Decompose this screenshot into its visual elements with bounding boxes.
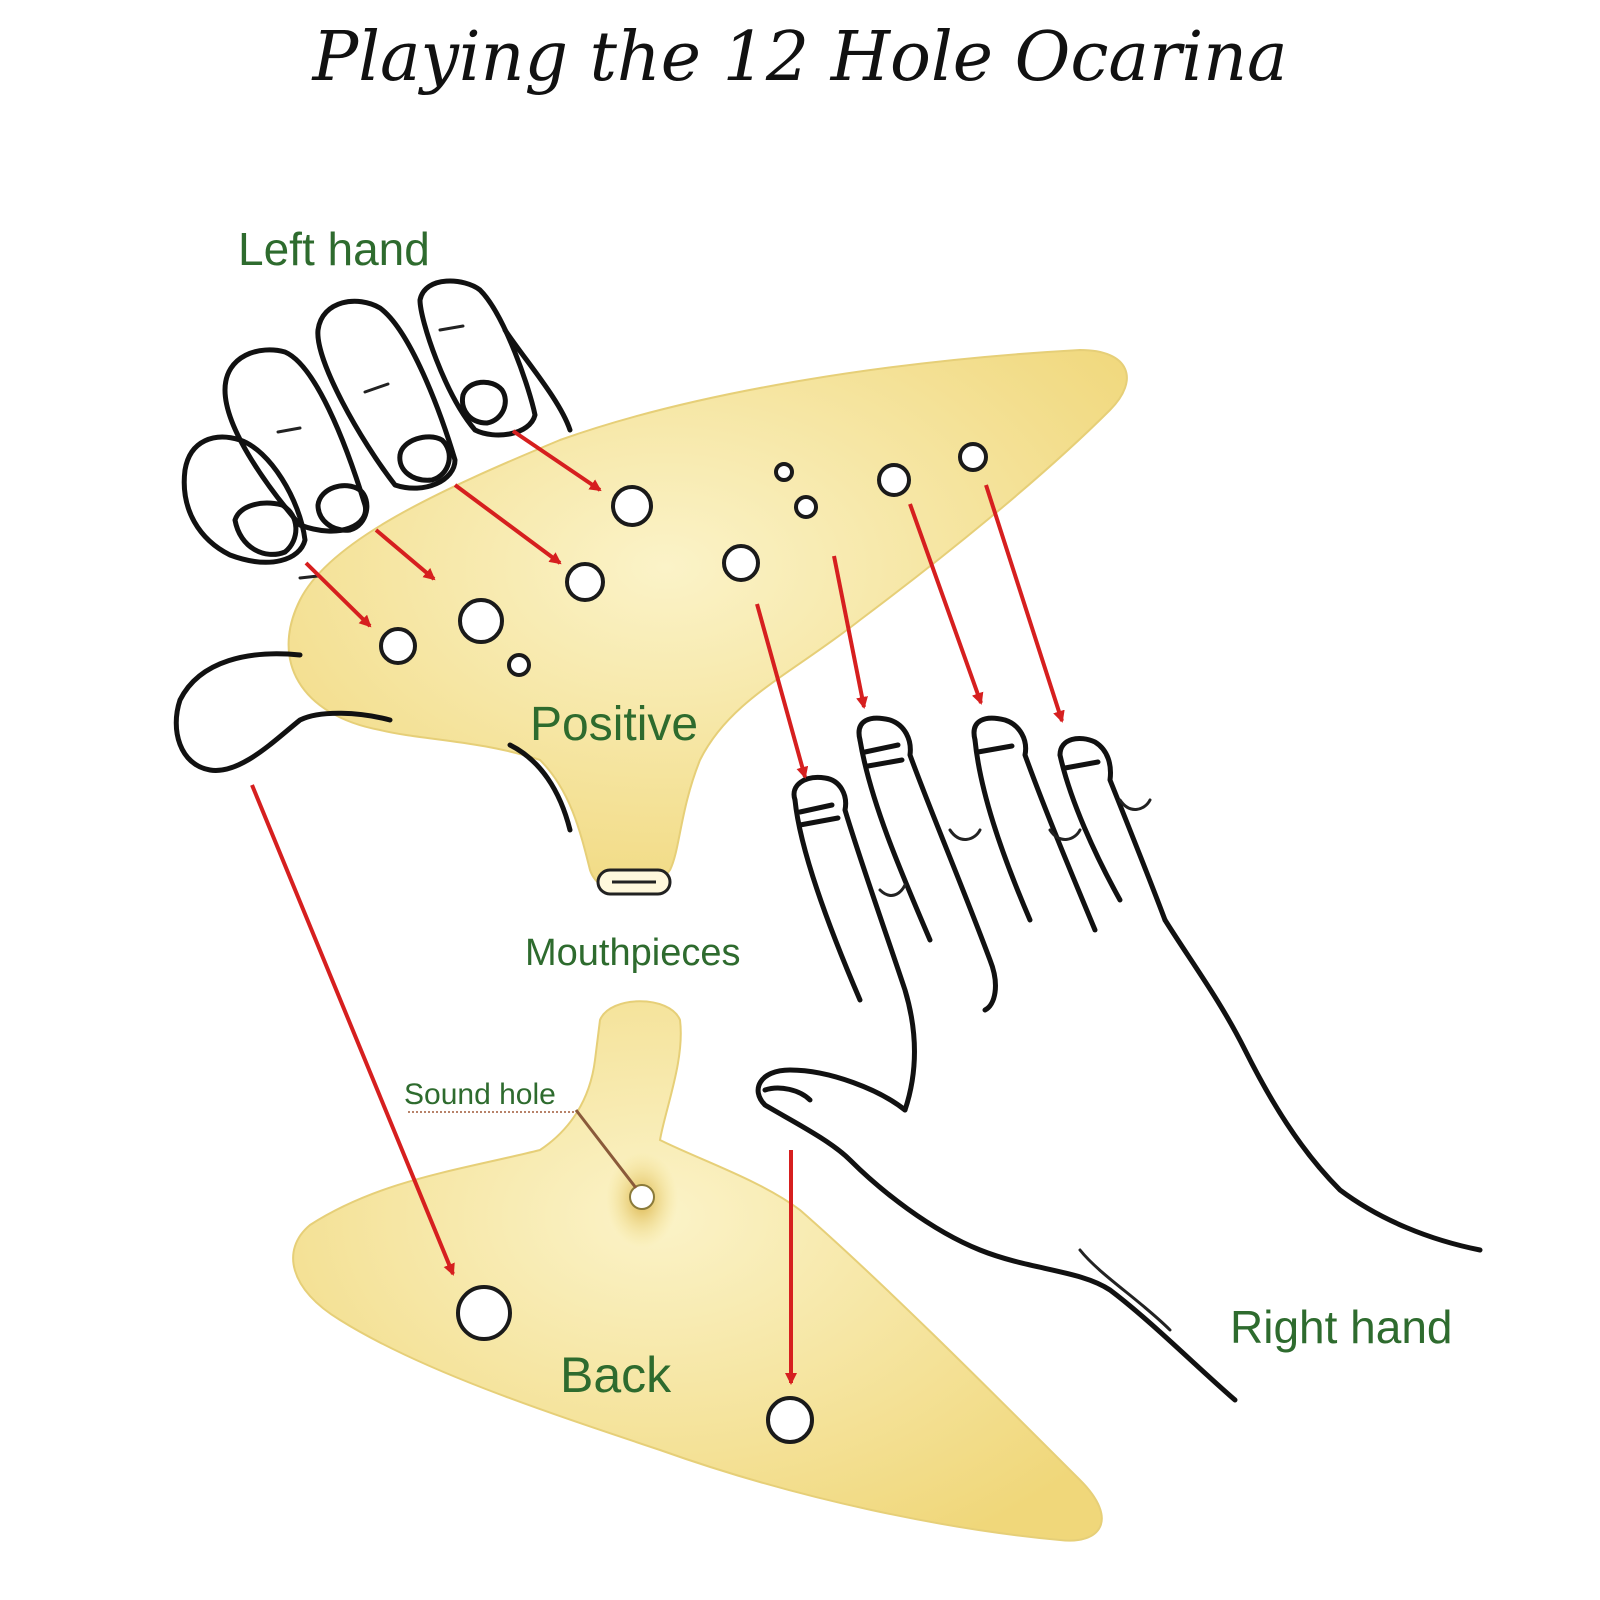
arrow bbox=[832, 555, 868, 709]
finger-hole bbox=[958, 442, 988, 472]
arrow bbox=[984, 484, 1065, 723]
arrow bbox=[304, 561, 372, 628]
arrow bbox=[755, 603, 809, 779]
diagram-title: Playing the 12 Hole Ocarina bbox=[310, 18, 1287, 97]
label-sound-hole: Sound hole bbox=[404, 1078, 556, 1111]
label-right-hand: Right hand bbox=[1230, 1301, 1453, 1353]
left-hand-drawing bbox=[173, 278, 573, 833]
finger-hole bbox=[774, 462, 794, 482]
arrow bbox=[250, 784, 455, 1276]
label-back: Back bbox=[560, 1347, 672, 1403]
finger-hole bbox=[722, 544, 760, 582]
thumb-hole bbox=[766, 1396, 814, 1444]
finger-hole bbox=[507, 653, 531, 677]
finger-hole bbox=[877, 463, 911, 497]
label-positive: Positive bbox=[530, 698, 698, 751]
arrow bbox=[453, 483, 562, 565]
finger-hole bbox=[565, 562, 605, 602]
ocarina-front bbox=[287, 348, 1128, 896]
finger-hole bbox=[458, 598, 504, 644]
fingering-arrows bbox=[250, 429, 1065, 1385]
arrow bbox=[374, 528, 436, 581]
sound-hole bbox=[629, 1184, 655, 1210]
arrow bbox=[908, 503, 984, 705]
ocarina-back bbox=[292, 1000, 1103, 1542]
label-mouthpieces: Mouthpieces bbox=[525, 932, 740, 974]
thumb-hole bbox=[456, 1285, 512, 1341]
arrow bbox=[511, 429, 602, 492]
sound-hole-leader bbox=[574, 1109, 638, 1189]
finger-hole bbox=[611, 485, 653, 527]
finger-hole bbox=[794, 495, 818, 519]
label-left-hand: Left hand bbox=[238, 223, 430, 275]
finger-hole bbox=[379, 627, 417, 665]
right-hand-drawing bbox=[755, 715, 1483, 1403]
